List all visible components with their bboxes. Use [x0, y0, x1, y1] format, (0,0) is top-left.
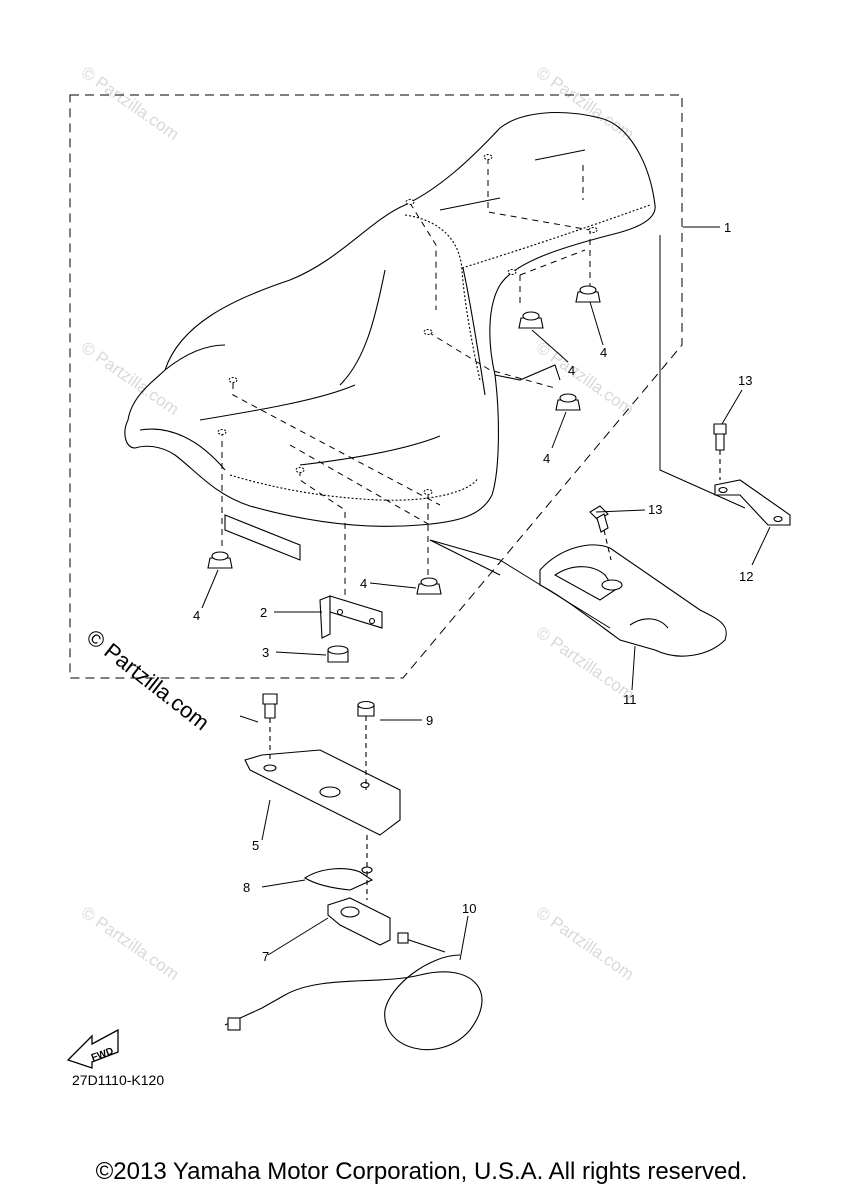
bolt-13-lower [589, 505, 612, 561]
diagram-code: 27D1110-K120 [72, 1072, 164, 1088]
watermarks: © Partzilla.com © Partzilla.com © Partzi… [78, 63, 638, 984]
copyright-text: ©2013 Yamaha Motor Corporation, U.S.A. A… [95, 1158, 748, 1185]
callout-4c: 4 [543, 451, 550, 466]
watermark: © Partzilla.com [78, 338, 183, 419]
callout-3: 3 [262, 645, 269, 660]
callout-7: 7 [262, 949, 269, 964]
callout-10: 10 [462, 901, 476, 916]
seat-drawing [124, 111, 656, 576]
callout-13a: 13 [738, 373, 752, 388]
callout-labels: 1 2 3 4 4 4 4 4 5 7 8 9 10 11 12 13 13 [193, 220, 753, 964]
fwd-arrow-icon: FWD [66, 1028, 119, 1069]
mount-lines [221, 158, 591, 615]
watermark-main: © Partzilla.com [82, 624, 214, 735]
lock-7 [327, 897, 391, 946]
callout-4b: 4 [568, 363, 575, 378]
cable-10 [224, 932, 483, 1051]
watermark: © Partzilla.com [533, 338, 638, 419]
callout-13b: 13 [648, 502, 662, 517]
callout-4e: 4 [360, 576, 367, 591]
callout-2: 2 [260, 605, 267, 620]
cover-11-guide [429, 539, 611, 629]
callout-leaders [201, 226, 771, 961]
watermark: © Partzilla.com [78, 63, 183, 144]
hook-8 [303, 835, 374, 900]
callout-8: 8 [243, 880, 250, 895]
cover-11 [539, 544, 727, 657]
callout-12: 12 [739, 569, 753, 584]
bolt-13-upper [713, 423, 727, 480]
callout-1: 1 [724, 220, 731, 235]
bracket-2 [319, 595, 383, 639]
callout-4d: 4 [193, 608, 200, 623]
callout-9: 9 [426, 713, 433, 728]
seat-holes [217, 154, 598, 495]
nut-3 [327, 645, 349, 663]
watermark: © Partzilla.com [533, 903, 638, 984]
assembly-boundary [69, 94, 683, 679]
grommets [207, 285, 601, 595]
bolt-5 [262, 693, 278, 760]
callout-5: 5 [252, 838, 259, 853]
callout-11: 11 [623, 692, 637, 707]
bracket-12 [714, 479, 791, 526]
watermark: © Partzilla.com [533, 63, 638, 144]
plate-5 [244, 749, 401, 836]
callout-4a: 4 [600, 345, 607, 360]
bracket-12-guide [659, 235, 746, 509]
watermark: © Partzilla.com [78, 903, 183, 984]
nut-9 [357, 700, 375, 790]
